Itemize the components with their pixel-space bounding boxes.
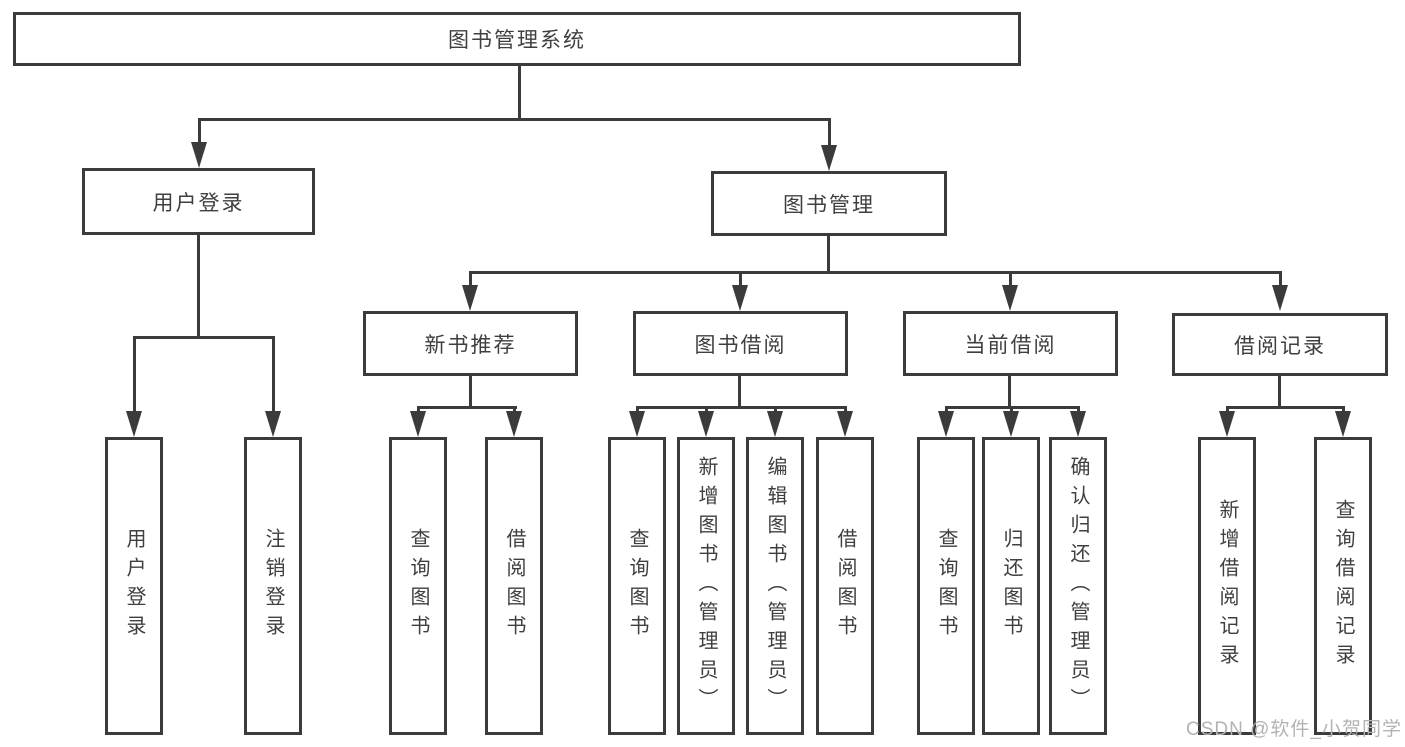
node-label: 注销登录 bbox=[262, 528, 284, 644]
connector-line bbox=[738, 376, 741, 409]
node-current-borrowing: 当前借阅 bbox=[903, 311, 1118, 376]
leaf-add-books-admin: 新增图书（管理员） bbox=[677, 437, 735, 735]
node-label: 借阅图书 bbox=[834, 528, 856, 644]
arrowhead bbox=[938, 411, 954, 437]
node-borrowing-records: 借阅记录 bbox=[1172, 313, 1388, 376]
node-label: 图书借阅 bbox=[694, 333, 787, 357]
leaf-query-books-borrowing: 查询图书 bbox=[608, 437, 666, 735]
connector-line bbox=[198, 118, 831, 121]
connector-line bbox=[636, 406, 639, 415]
arrowhead bbox=[732, 285, 748, 311]
node-book-borrowing: 图书借阅 bbox=[633, 311, 848, 376]
node-label: 用户登录 bbox=[123, 528, 145, 644]
leaf-query-books-recommend: 查询图书 bbox=[389, 437, 447, 735]
node-label: 新增图书（管理员） bbox=[695, 455, 717, 717]
arrowhead bbox=[821, 145, 837, 171]
node-label: 图书管理 bbox=[783, 193, 875, 217]
connector-line bbox=[469, 271, 472, 288]
connector-line bbox=[469, 271, 1281, 274]
node-label: 借阅图书 bbox=[503, 528, 525, 644]
node-label: 用户登录 bbox=[152, 191, 245, 215]
node-label: 编辑图书（管理员） bbox=[764, 455, 786, 717]
connector-line bbox=[1279, 271, 1282, 288]
leaf-confirm-return-admin: 确认归还（管理员） bbox=[1049, 437, 1107, 735]
node-label: 新增借阅记录 bbox=[1216, 499, 1238, 673]
connector-line bbox=[1226, 406, 1229, 415]
arrowhead bbox=[1335, 411, 1351, 437]
node-label: 当前借阅 bbox=[964, 333, 1057, 357]
connector-line bbox=[828, 118, 831, 149]
leaf-borrow-books: 借阅图书 bbox=[816, 437, 874, 735]
arrowhead bbox=[462, 285, 478, 311]
connector-line bbox=[197, 235, 200, 338]
arrowhead bbox=[1219, 411, 1235, 437]
connector-line bbox=[774, 406, 777, 415]
arrowhead bbox=[126, 411, 142, 437]
node-label: 查询图书 bbox=[935, 528, 957, 644]
node-label: 查询图书 bbox=[626, 528, 648, 644]
node-new-book-recommendation: 新书推荐 bbox=[363, 311, 578, 376]
node-book-management: 图书管理 bbox=[711, 171, 947, 236]
arrowhead bbox=[629, 411, 645, 437]
connector-line bbox=[705, 406, 708, 415]
arrowhead bbox=[191, 142, 207, 168]
connector-line bbox=[636, 406, 847, 409]
connector-line bbox=[1226, 406, 1345, 409]
node-user-login: 用户登录 bbox=[82, 168, 315, 235]
connector-line bbox=[518, 66, 521, 120]
leaf-user-login: 用户登录 bbox=[105, 437, 163, 735]
arrowhead bbox=[837, 411, 853, 437]
connector-line bbox=[133, 336, 275, 339]
connector-line bbox=[827, 236, 830, 274]
connector-line bbox=[417, 406, 420, 415]
node-label: 图书管理系统 bbox=[448, 29, 586, 52]
connector-line bbox=[1009, 271, 1012, 288]
connector-line bbox=[1342, 406, 1345, 415]
arrowhead bbox=[506, 411, 522, 437]
arrowhead bbox=[1002, 285, 1018, 311]
leaf-borrow-books-recommend: 借阅图书 bbox=[485, 437, 543, 735]
connector-line bbox=[1010, 406, 1013, 415]
node-label: 确认归还（管理员） bbox=[1067, 455, 1089, 717]
leaf-query-books-current: 查询图书 bbox=[917, 437, 975, 735]
node-label: 新书推荐 bbox=[424, 333, 517, 357]
connector-line bbox=[198, 118, 201, 146]
node-label: 查询图书 bbox=[407, 528, 429, 644]
node-label: 归还图书 bbox=[1000, 528, 1022, 644]
csdn-watermark: CSDN @软件_小贺同学 bbox=[1186, 719, 1402, 740]
arrowhead bbox=[1003, 411, 1019, 437]
arrowhead bbox=[1272, 285, 1288, 311]
connector-line bbox=[417, 406, 517, 409]
node-label: 借阅记录 bbox=[1234, 334, 1326, 358]
connector-line bbox=[739, 271, 742, 288]
arrowhead bbox=[265, 411, 281, 437]
leaf-logout: 注销登录 bbox=[244, 437, 302, 735]
arrowhead bbox=[410, 411, 426, 437]
arrowhead bbox=[1070, 411, 1086, 437]
connector-line bbox=[844, 406, 847, 415]
arrowhead bbox=[767, 411, 783, 437]
connector-line bbox=[469, 376, 472, 409]
connector-line bbox=[513, 406, 516, 415]
leaf-query-borrow-record: 查询借阅记录 bbox=[1314, 437, 1372, 735]
connector-line bbox=[1278, 376, 1281, 409]
node-library-management-system: 图书管理系统 bbox=[13, 12, 1021, 66]
connector-line bbox=[272, 336, 275, 414]
leaf-add-borrow-record: 新增借阅记录 bbox=[1198, 437, 1256, 735]
node-label: 查询借阅记录 bbox=[1332, 499, 1354, 673]
connector-line bbox=[1077, 406, 1080, 415]
connector-line bbox=[945, 406, 948, 415]
leaf-return-books: 归还图书 bbox=[982, 437, 1040, 735]
leaf-edit-books-admin: 编辑图书（管理员） bbox=[746, 437, 804, 735]
connector-line bbox=[133, 336, 136, 414]
arrowhead bbox=[698, 411, 714, 437]
connector-line bbox=[1008, 376, 1011, 409]
